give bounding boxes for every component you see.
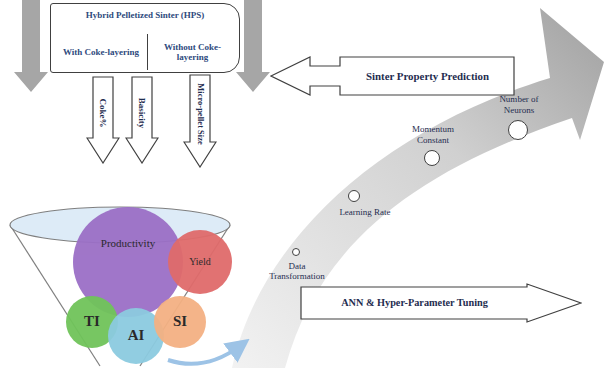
node-label: Number of Neurons <box>488 94 550 115</box>
node-label: Without Coke-layering <box>151 42 234 63</box>
node-label: Data Transformation <box>265 261 329 282</box>
node-label: ANN & Hyper-Parameter Tuning <box>304 297 525 309</box>
step-dot: Number of Neurons <box>508 120 528 140</box>
node-label: Sinter Property Prediction <box>342 70 513 83</box>
node-label: Basicity <box>137 98 147 129</box>
property-circle: Yield <box>168 230 232 294</box>
node-label: TI <box>84 313 100 330</box>
grey-down-arrow <box>14 0 48 92</box>
feedback-arrow <box>168 346 240 364</box>
node-label: Hybrid Pelletized Sinter (HPS) <box>85 10 205 20</box>
group-box: With Coke-layering Without Coke-layering H… <box>50 3 240 73</box>
method-arrow-box: ANN & Hyper-Parameter Tuning <box>300 283 582 323</box>
node-label: Momentum Constant <box>402 124 464 145</box>
group-half: Without Coke-layering <box>147 34 237 70</box>
output-arrow-box: Sinter Property Prediction <box>270 56 515 96</box>
node-label: Coke% <box>98 99 108 128</box>
node-label: AI <box>128 327 145 344</box>
arrow-outline-shape <box>184 75 216 167</box>
arrow-outline-shape <box>271 57 514 95</box>
input-arrow: Coke% <box>86 76 120 164</box>
input-arrow: Micro-pellet Size <box>183 74 217 168</box>
group-half: With Coke-layering <box>55 34 147 70</box>
node-label: Micro-pellet Size <box>195 83 205 144</box>
node-label: SI <box>173 313 187 330</box>
node-label: Learning Rate <box>325 207 405 217</box>
arrow-outline-shape <box>87 77 119 163</box>
step-dot: Momentum Constant <box>424 150 440 166</box>
arrow-outline-shape <box>301 284 581 322</box>
step-dot: Learning Rate <box>348 190 360 202</box>
curved-process-band <box>232 8 604 368</box>
step-dot: Data Transformation <box>292 248 300 256</box>
node-label: Productivity <box>101 237 155 250</box>
input-arrow: Basicity <box>125 76 159 164</box>
arrow-outline-shape <box>126 77 158 163</box>
node-label: Yield <box>189 256 211 268</box>
property-circle: SI <box>154 296 206 348</box>
node-label: With Coke-layering <box>63 47 139 57</box>
grey-down-arrow <box>236 0 270 92</box>
